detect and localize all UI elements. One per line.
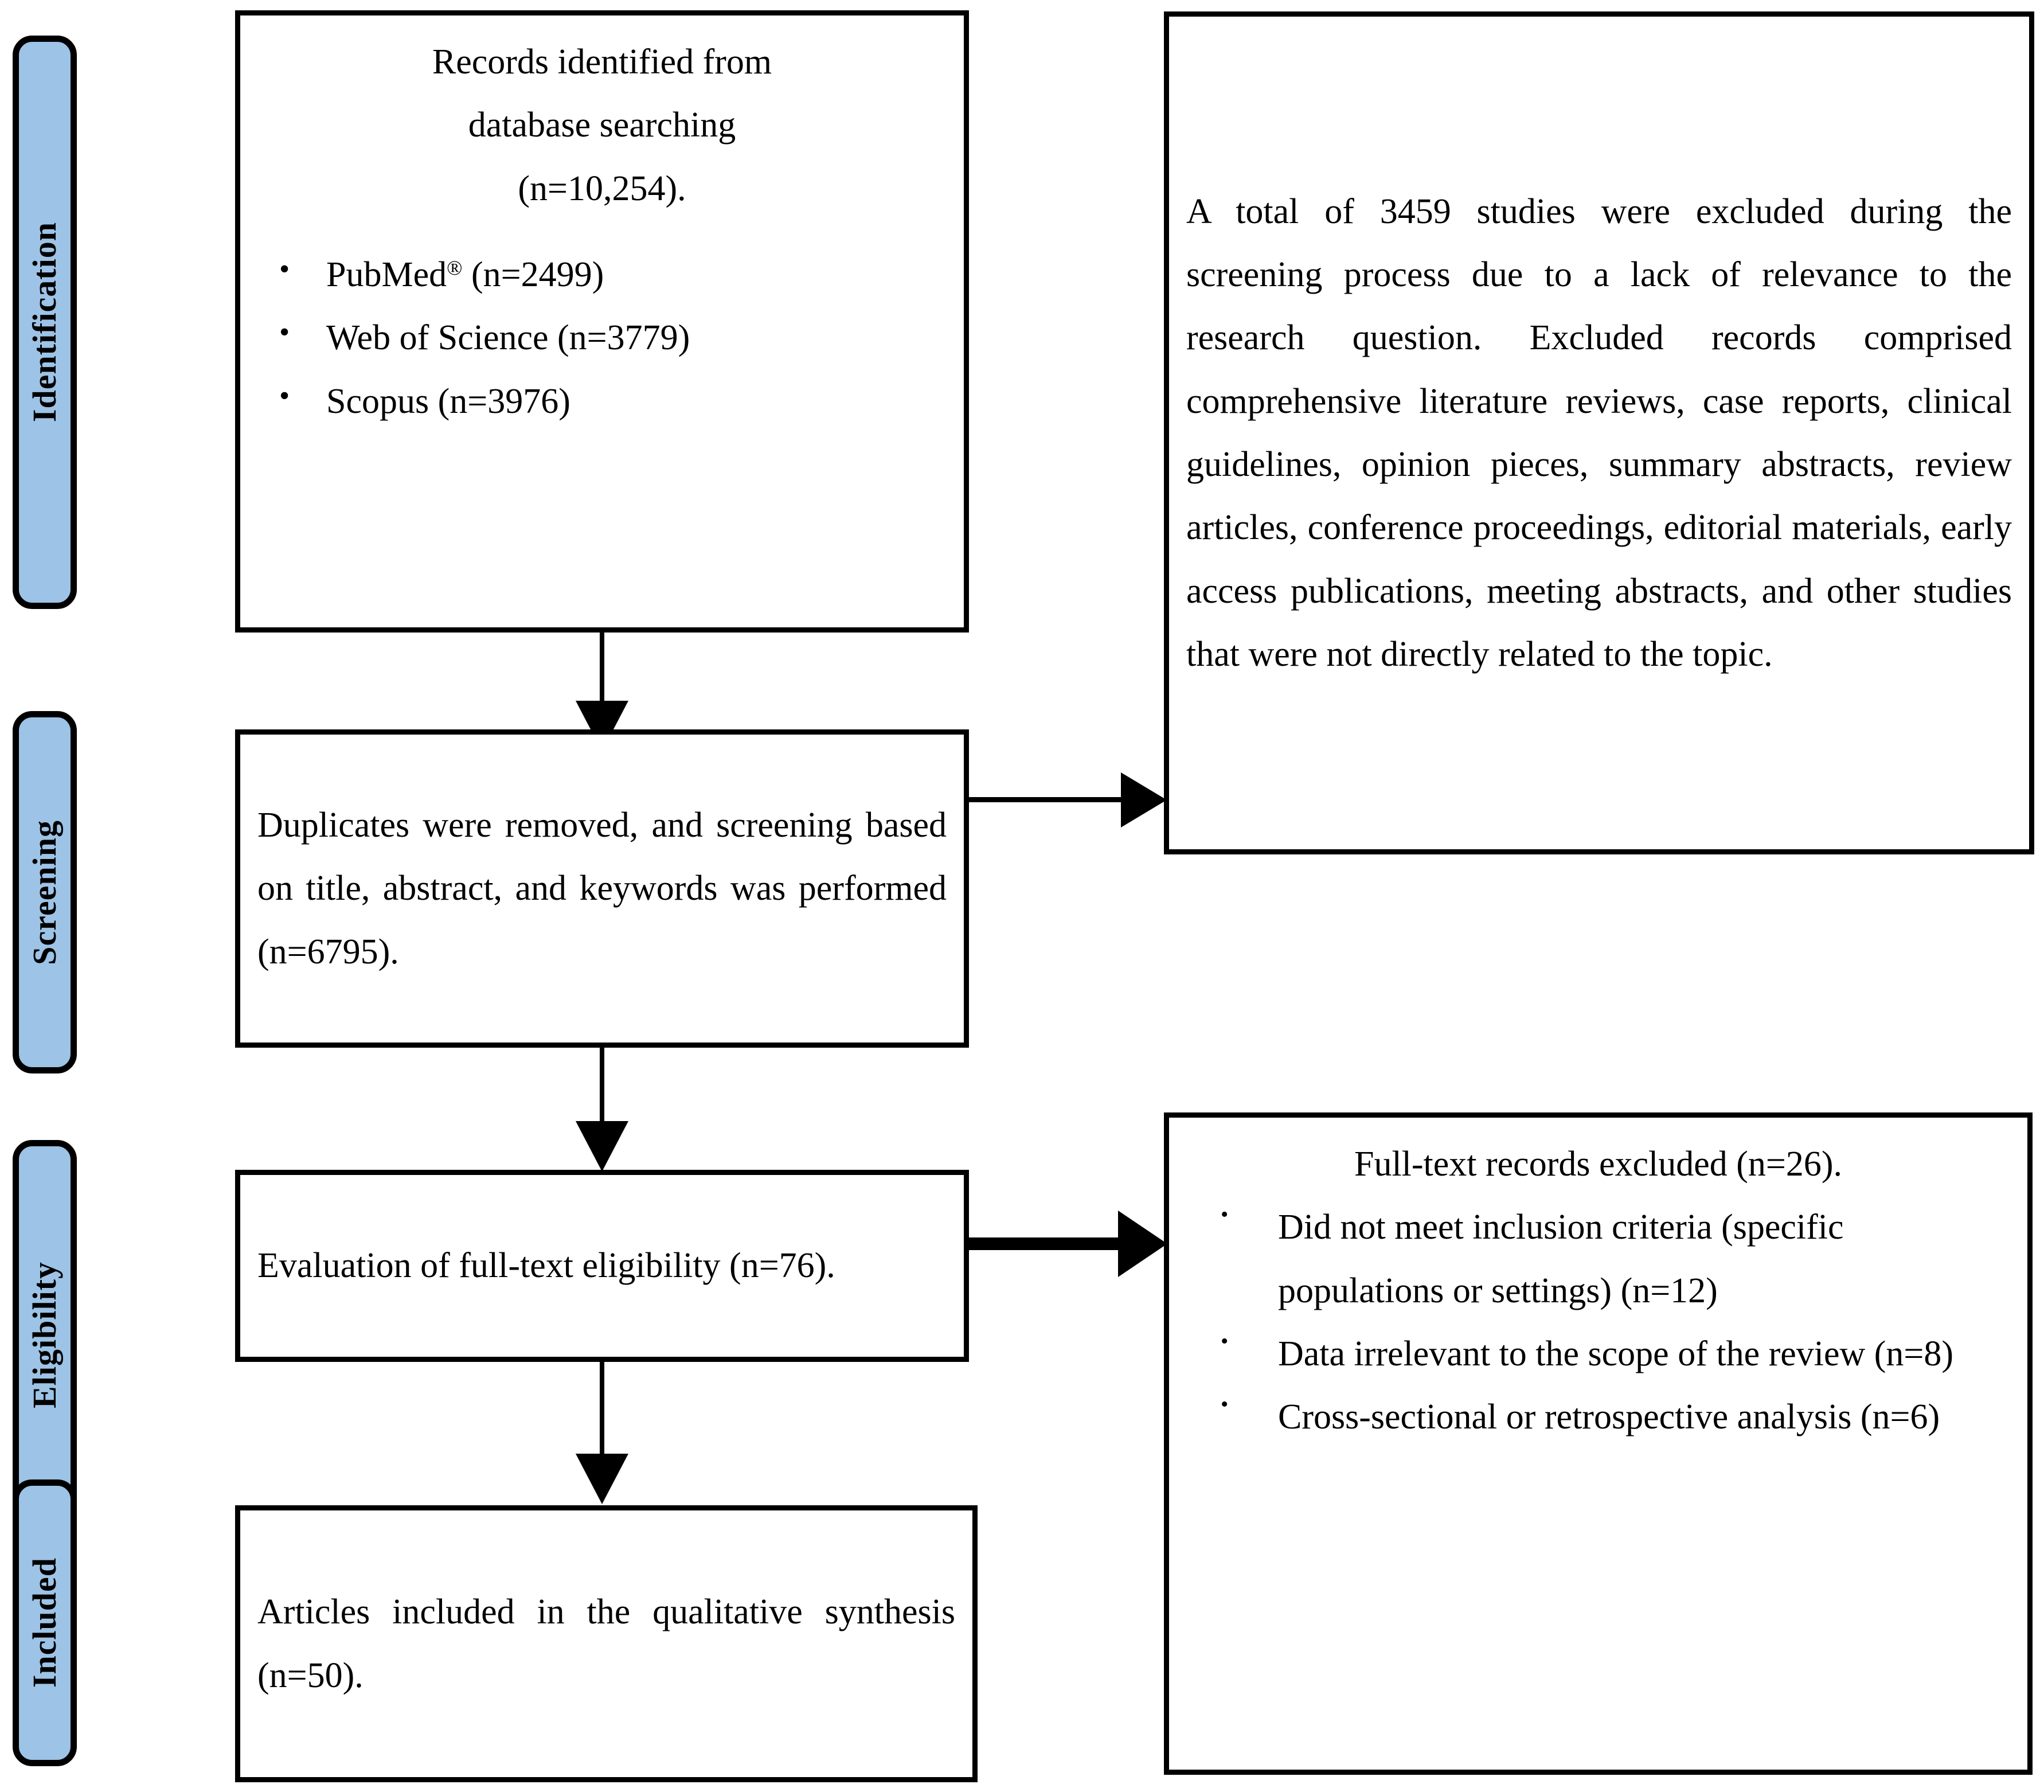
reason-text: Did not meet inclusion criteria (specifi… bbox=[1278, 1208, 1844, 1310]
source-count: (n=2499) bbox=[471, 255, 604, 295]
stage-label-identification: Identification bbox=[13, 36, 77, 609]
reason-text: Cross-sectional or retrospective analysi… bbox=[1278, 1397, 1940, 1437]
stage-label-identification-text: Identification bbox=[26, 222, 63, 423]
list-item: • Web of Science (n=3779) bbox=[257, 306, 947, 369]
records-identified-box: Records identified from database searchi… bbox=[235, 10, 969, 633]
connector-identification-to-screening bbox=[600, 633, 604, 735]
connector-eligibility-to-included bbox=[600, 1362, 604, 1468]
connector-screening-to-eligibility bbox=[600, 1048, 604, 1146]
reason-text: Data irrelevant to the scope of the revi… bbox=[1278, 1334, 1954, 1374]
list-item: • Did not meet inclusion criteria (speci… bbox=[1186, 1196, 2010, 1322]
source-count: (n=3779) bbox=[557, 318, 690, 358]
source-name: PubMed bbox=[326, 255, 447, 295]
eligibility-text: Evaluation of full-text eligibility (n=7… bbox=[257, 1246, 835, 1286]
included-text: Articles included in the qualitative syn… bbox=[257, 1592, 955, 1695]
eligibility-box: Evaluation of full-text eligibility (n=7… bbox=[235, 1170, 969, 1362]
source-name: Web of Science bbox=[326, 318, 549, 358]
source-name: Scopus bbox=[326, 381, 429, 421]
bullet-icon: • bbox=[279, 379, 290, 412]
stage-label-eligibility-text: Eligibility bbox=[26, 1262, 63, 1408]
spacer bbox=[257, 220, 947, 243]
included-box: Articles included in the qualitative syn… bbox=[235, 1505, 978, 1782]
connector-eligibility-to-fulltext-excluded bbox=[969, 1237, 1158, 1250]
stage-label-screening-text: Screening bbox=[26, 819, 63, 965]
list-item: • Scopus (n=3976) bbox=[257, 370, 947, 433]
source-count: (n=3976) bbox=[437, 381, 570, 421]
bullet-icon: • bbox=[1221, 1392, 1229, 1417]
arrowhead-right-icon bbox=[1121, 772, 1167, 827]
bullet-icon: • bbox=[1221, 1203, 1229, 1227]
stage-label-eligibility: Eligibility bbox=[13, 1140, 77, 1530]
screening-box: Duplicates were removed, and screening b… bbox=[235, 729, 969, 1048]
stage-label-included-text: Included bbox=[26, 1557, 63, 1688]
list-item: • Data irrelevant to the scope of the re… bbox=[1186, 1322, 2010, 1385]
bullet-icon: • bbox=[279, 253, 290, 286]
fulltext-exclusion-reason-list: • Did not meet inclusion criteria (speci… bbox=[1186, 1196, 2010, 1449]
bullet-icon: • bbox=[279, 316, 290, 349]
bullet-icon: • bbox=[1221, 1329, 1229, 1354]
arrowhead-right-icon bbox=[1118, 1211, 1167, 1277]
screening-excluded-text: A total of 3459 studies were excluded du… bbox=[1186, 192, 2012, 674]
records-identified-heading-line2: database searching bbox=[468, 106, 736, 145]
connector-screening-to-excluded bbox=[969, 797, 1154, 802]
fulltext-excluded-heading: Full-text records excluded (n=26). bbox=[1354, 1145, 1843, 1184]
screening-excluded-box: A total of 3459 studies were excluded du… bbox=[1164, 11, 2034, 854]
records-identified-heading-line1: Records identified from bbox=[432, 42, 772, 81]
stage-label-screening: Screening bbox=[13, 711, 77, 1073]
records-identified-count: (n=10,254). bbox=[518, 169, 686, 208]
fulltext-excluded-box: Full-text records excluded (n=26). • Did… bbox=[1164, 1112, 2033, 1775]
database-source-list: • PubMed® (n=2499) • Web of Science (n=3… bbox=[257, 243, 947, 433]
arrowhead-down-icon bbox=[576, 1121, 628, 1172]
list-item: • PubMed® (n=2499) bbox=[257, 243, 947, 306]
arrowhead-down-icon bbox=[576, 1454, 628, 1504]
stage-label-included: Included bbox=[13, 1479, 77, 1766]
registered-trademark-icon: ® bbox=[447, 256, 463, 280]
list-item: • Cross-sectional or retrospective analy… bbox=[1186, 1385, 2010, 1449]
screening-text: Duplicates were removed, and screening b… bbox=[257, 805, 947, 971]
